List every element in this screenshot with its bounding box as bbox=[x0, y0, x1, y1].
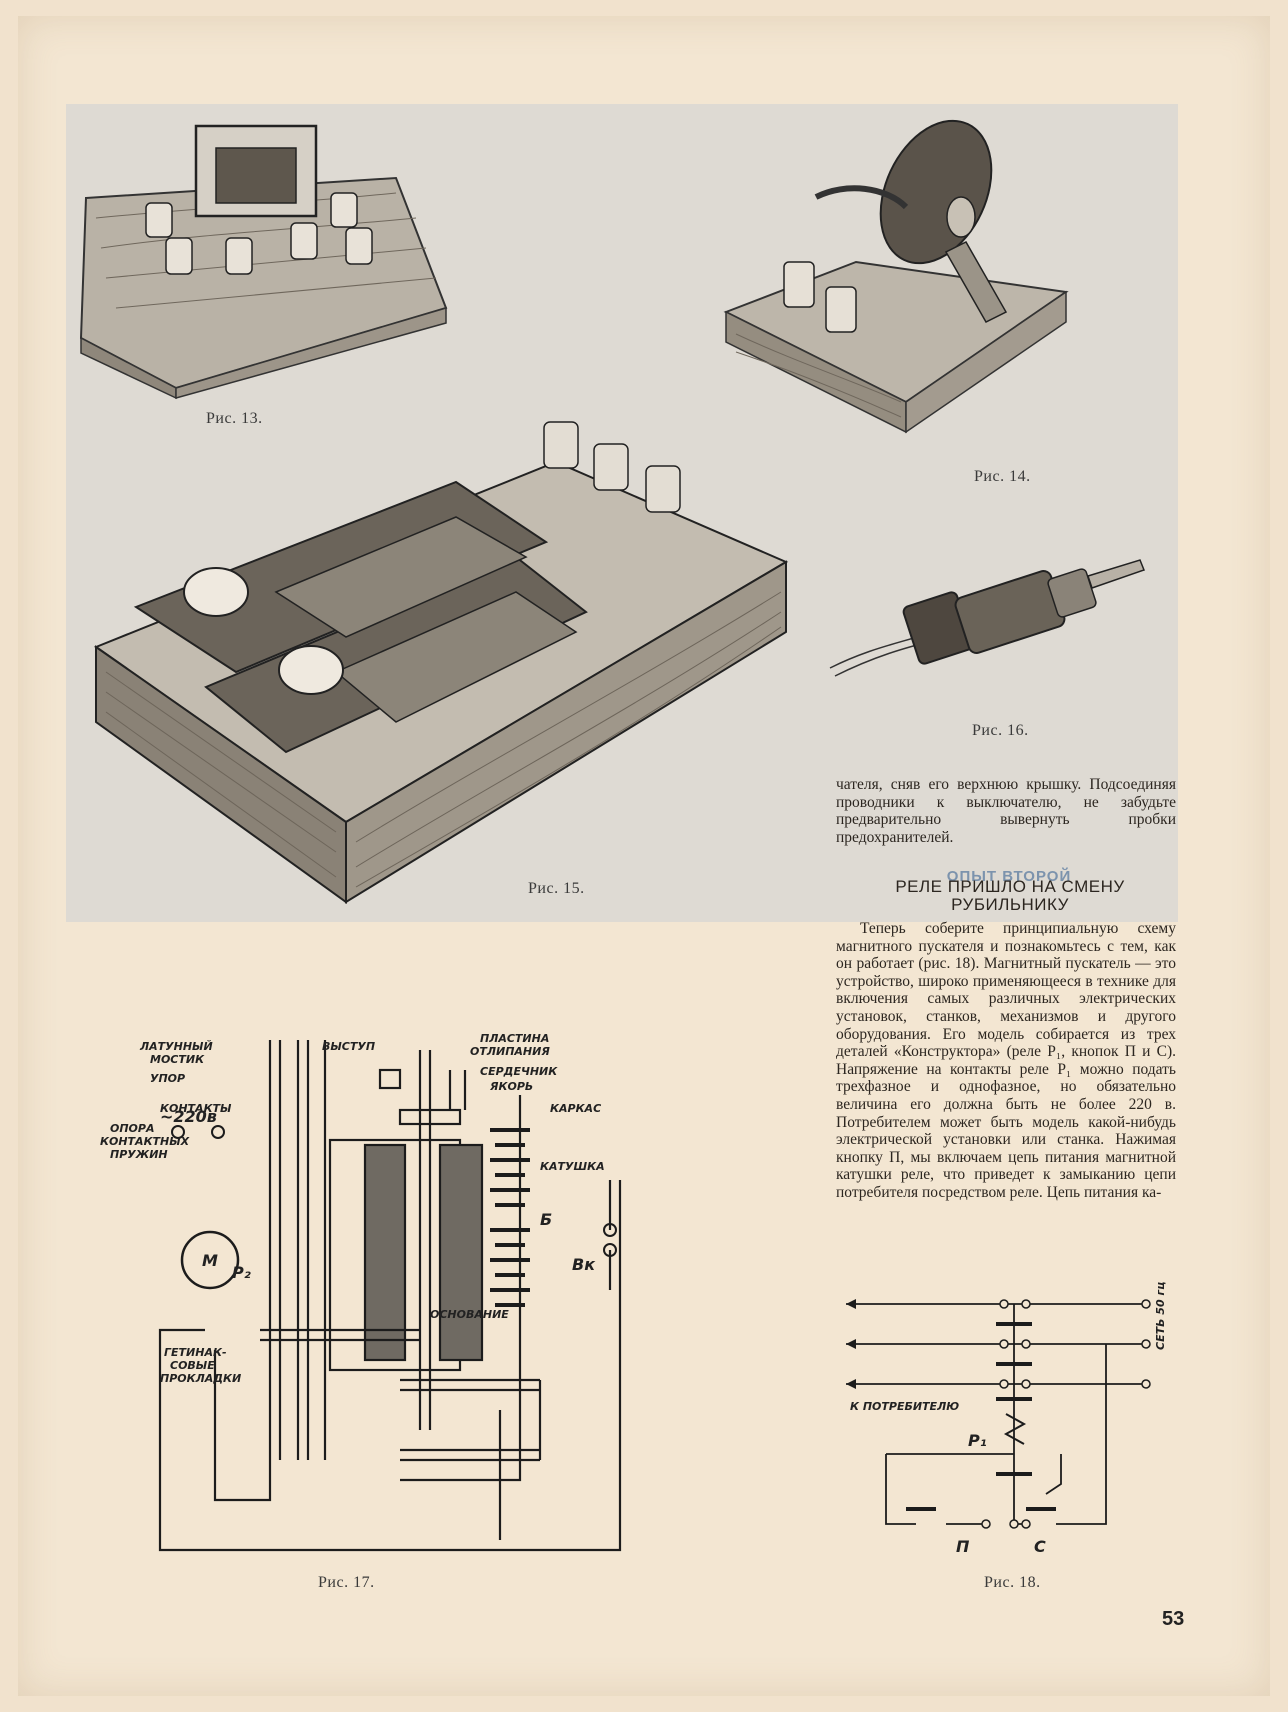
label-voltage: ~220в bbox=[160, 1107, 217, 1126]
figure-17-diagram: ЛАТУННЫЙ МОСТИК УПОР КОНТАКТЫ ОПОРА КОНТ… bbox=[100, 1030, 700, 1552]
section-title-line-1: РЕЛЕ ПРИШЛО НА СМЕНУ bbox=[895, 877, 1125, 896]
label-network: СЕТЬ 50 гц bbox=[1154, 1282, 1167, 1350]
figure-16-image bbox=[829, 548, 1150, 678]
label-to-consumer: К ПОТРЕБИТЕЛЮ bbox=[850, 1400, 959, 1413]
section-title-line-2: РУБИЛЬНИКУ bbox=[951, 895, 1069, 914]
label-getinax-1: ГЕТИНАК- bbox=[164, 1346, 227, 1359]
label-plate-1: ПЛАСТИНА bbox=[480, 1032, 549, 1045]
figure-14-caption: Рис. 14. bbox=[974, 468, 1031, 485]
label-frame: КАРКАС bbox=[550, 1102, 601, 1115]
label-motor: М bbox=[202, 1251, 218, 1270]
section-kicker: ОПЫТ ВТОРОЙ bbox=[946, 868, 1072, 885]
label-brass-bridge-1: ЛАТУННЫЙ bbox=[139, 1040, 213, 1053]
figure-15-caption: Рис. 15. bbox=[528, 880, 585, 897]
label-ledge: ВЫСТУП bbox=[322, 1040, 375, 1053]
label-coil: КАТУШКА bbox=[540, 1160, 605, 1173]
label-getinax-2: СОВЫЕ bbox=[170, 1359, 215, 1372]
label-spring-support-3: ПРУЖИН bbox=[110, 1148, 168, 1161]
figure-14-image bbox=[716, 112, 1076, 452]
label-core: СЕРДЕЧНИК bbox=[480, 1065, 558, 1078]
label-switch: Вк bbox=[572, 1255, 596, 1274]
label-base: ОСНОВАНИЕ bbox=[430, 1308, 509, 1321]
label-button-p: П bbox=[956, 1537, 970, 1556]
label-brass-bridge-2: МОСТИК bbox=[150, 1053, 205, 1066]
label-spring-support-2: КОНТАКТНЫХ bbox=[100, 1135, 190, 1148]
label-relay-p1: Р₁ bbox=[968, 1431, 987, 1450]
body-paragraph: Теперь соберите принципиальную схему маг… bbox=[836, 920, 1176, 1201]
figure-13-image bbox=[76, 108, 456, 400]
figure-13-caption: Рис. 13. bbox=[206, 410, 263, 427]
section-title: РЕЛЕ ПРИШЛО НА СМЕНУ РУБИЛЬНИКУ bbox=[860, 878, 1160, 914]
figure-18-caption: Рис. 18. bbox=[984, 1574, 1041, 1591]
label-relay-p2: Р₂ bbox=[232, 1263, 251, 1282]
continuation-paragraph: чателя, сняв его верхнюю крышку. Подсоед… bbox=[836, 776, 1176, 846]
figure-17-caption: Рис. 17. bbox=[318, 1574, 375, 1591]
label-contacts: КОНТАКТЫ bbox=[160, 1102, 232, 1115]
label-spring-support-1: ОПОРА bbox=[110, 1122, 154, 1135]
label-button-c: С bbox=[1034, 1537, 1046, 1556]
figure-16-caption: Рис. 16. bbox=[972, 722, 1029, 739]
label-getinax-3: ПРОКЛАДКИ bbox=[160, 1372, 241, 1385]
label-armature: ЯКОРЬ bbox=[489, 1080, 533, 1093]
page-number: 53 bbox=[1162, 1608, 1185, 1630]
label-stop: УПОР bbox=[150, 1072, 185, 1085]
label-plate-2: ОТЛИПАНИЯ bbox=[470, 1045, 550, 1058]
figure-15-image bbox=[86, 421, 789, 904]
figure-18-diagram: К ПОТРЕБИТЕЛЮ СЕТЬ 50 гц Р₁ П С bbox=[846, 1282, 1186, 1556]
label-battery: Б bbox=[540, 1210, 552, 1229]
